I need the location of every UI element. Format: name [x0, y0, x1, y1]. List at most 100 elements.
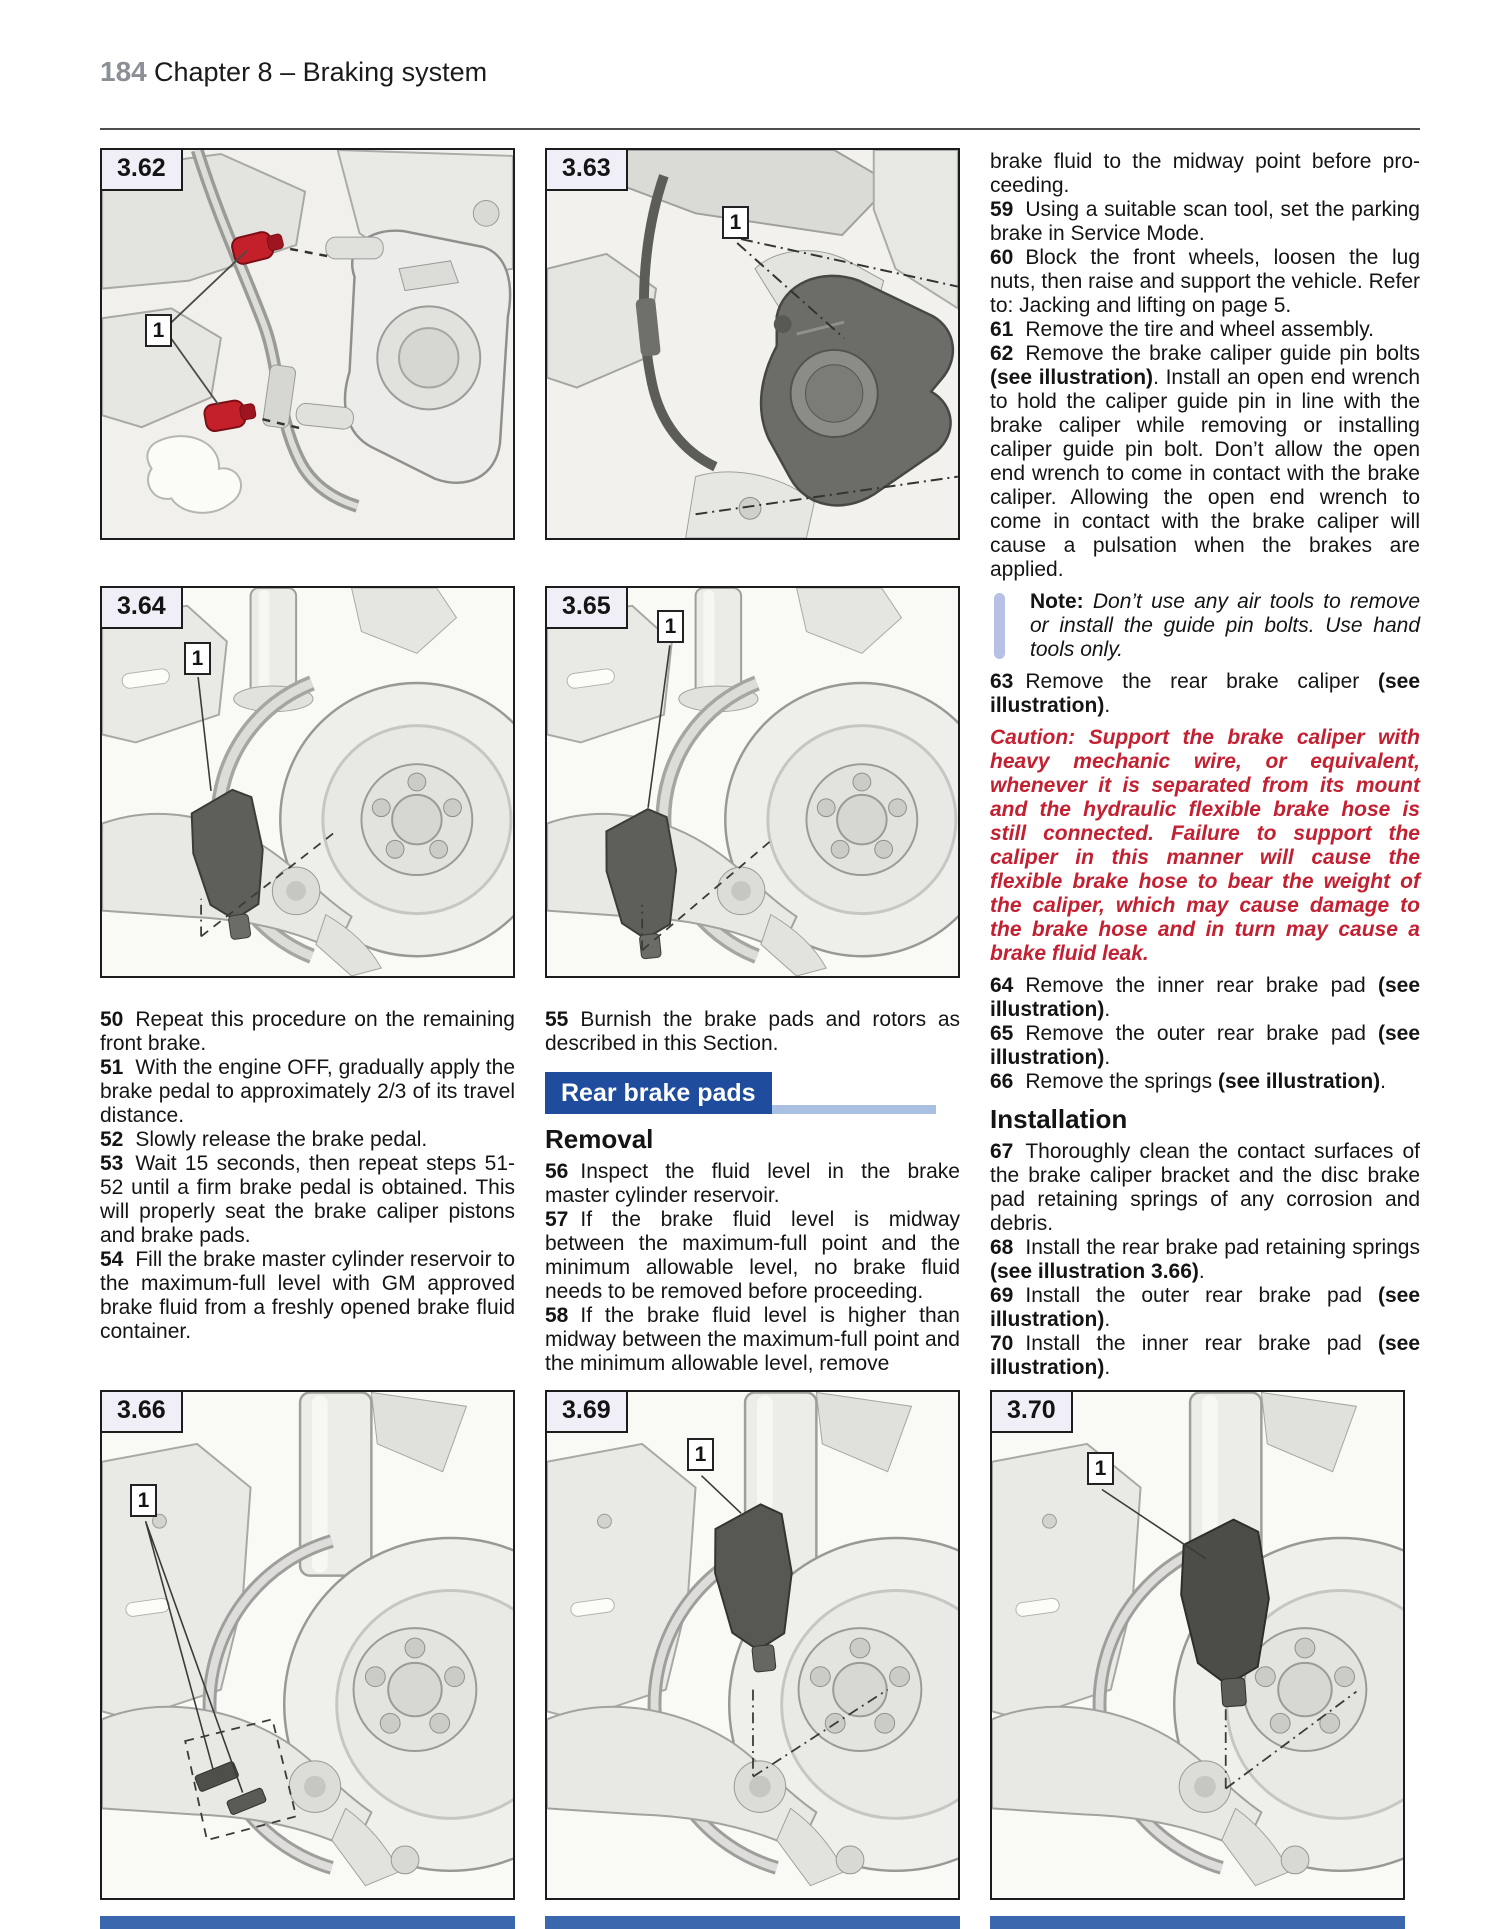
- outer-rear-brake-pad-illustration: [547, 588, 958, 976]
- figure-3-69: 3.69 1: [545, 1390, 960, 1900]
- figure-caption-bar: [545, 1916, 960, 1929]
- step-63: 63 Remove the rear brake caliper (see ill…: [990, 670, 1420, 718]
- step-text: Slowly release the brake pedal.: [135, 1128, 428, 1151]
- step-text: Remove the tire and wheel assembly.: [1025, 318, 1374, 341]
- step-number: 55: [545, 1008, 569, 1031]
- note-seg: Note:: [1030, 590, 1093, 613]
- retaining-spring-highlight: [194, 1761, 239, 1792]
- note-block: Note: Don’t use any air tools to remove …: [990, 590, 1420, 662]
- heading-removal: Removal: [545, 1124, 654, 1154]
- callout-box: 1: [722, 206, 749, 239]
- step-text: Burnish the brake pads and rotors as des…: [545, 1008, 960, 1055]
- figure-3-63: 3.63 1: [545, 148, 960, 540]
- step-number: 60: [990, 246, 1014, 269]
- callout-box: 1: [145, 314, 172, 347]
- figure-3-62: 3.62 1: [100, 148, 515, 540]
- step-number: 50: [100, 1008, 124, 1031]
- brake-pad-highlight: [714, 1503, 793, 1673]
- step-52: 52 Slowly release the brake pedal.: [100, 1128, 515, 1152]
- step-text: Repeat this procedure on the remaining f…: [100, 1008, 515, 1055]
- figure-3-70: 3.70 1: [990, 1390, 1405, 1900]
- rear-brake-caliper-illustration: [547, 150, 958, 538]
- step-text: .: [1104, 1308, 1111, 1331]
- step-text: Remove the inner rear brake pad: [1025, 974, 1378, 997]
- step-text: Remove the springs: [1025, 1070, 1218, 1093]
- inner-rear-brake-pad-install-illustration: [992, 1392, 1403, 1898]
- caution-block: Caution: Support the brake caliper with …: [990, 726, 1420, 966]
- step-text: Wait 15 seconds, then repeat steps 51-52…: [100, 1152, 515, 1247]
- step-number: 58: [545, 1304, 569, 1327]
- note-bar: [994, 593, 1005, 659]
- header-rule: [100, 128, 1420, 130]
- brake-pad-retaining-springs-illustration: [102, 1392, 513, 1898]
- callout-box: 1: [687, 1438, 714, 1471]
- step-number: 56: [545, 1160, 569, 1183]
- step-number: 70: [990, 1332, 1014, 1355]
- step-text: (see illustration): [990, 1332, 1420, 1379]
- figure-label: 3.69: [547, 1392, 628, 1433]
- step-text: Remove the rear brake caliper: [1025, 670, 1378, 693]
- section-banner-title: Rear brake pads: [545, 1072, 772, 1114]
- step-text: .: [1198, 1260, 1205, 1283]
- step-text: .: [1104, 694, 1111, 717]
- step-text: .: [1104, 1356, 1111, 1379]
- brake-pad-highlight: [1180, 1518, 1270, 1708]
- step-number: 67: [990, 1140, 1014, 1163]
- step-number: 62: [990, 342, 1014, 365]
- step-text: (see illustration 3.66): [990, 1260, 1199, 1283]
- note-seg: Don’t use any air tools to remove or ins…: [1030, 590, 1420, 661]
- note-text: Note: Don’t use any air tools to remove …: [1030, 590, 1420, 662]
- step-number: 65: [990, 1022, 1014, 1045]
- brake-pad-highlight: [190, 788, 264, 940]
- figure-label: 3.63: [547, 150, 628, 191]
- step-number: 52: [100, 1128, 124, 1151]
- step-text: Using a suitable scan tool, set the park…: [990, 198, 1420, 245]
- step-number: 61: [990, 318, 1014, 341]
- step-number: 64: [990, 974, 1014, 997]
- caution-seg: Caution: Support the brake caliper with …: [990, 726, 1420, 965]
- figure-label: 3.66: [102, 1392, 183, 1433]
- callout-box: 1: [130, 1484, 157, 1517]
- step-number: 57: [545, 1208, 569, 1231]
- figure-label: 3.70: [992, 1392, 1073, 1433]
- step-text: Thoroughly clean the contact surfaces of…: [990, 1140, 1420, 1235]
- step-text: (see illustration): [990, 1284, 1420, 1331]
- section-banner: Rear brake pads: [545, 1072, 960, 1114]
- step-text: With the engine OFF, gradually apply the…: [100, 1056, 515, 1127]
- step-text: Install the outer rear brake pad: [1025, 1284, 1378, 1307]
- callout-box: 1: [184, 642, 211, 675]
- step-text: Install the rear brake pad retaining spr…: [1025, 1236, 1420, 1259]
- figure-label: 3.64: [102, 588, 183, 629]
- text-column-right: brake fluid to the midway point before p…: [990, 150, 1420, 1380]
- outer-rear-brake-pad-install-illustration: [547, 1392, 958, 1898]
- step-text: Fill the brake master cylinder reservoir…: [100, 1248, 515, 1343]
- guide-pin-bolt-highlight: [203, 399, 257, 432]
- step-text: .: [1380, 1070, 1386, 1093]
- step-61: 61 Remove the tire and wheel assembly.: [990, 318, 1420, 342]
- inner-rear-brake-pad-illustration: [102, 588, 513, 976]
- step-number: 63: [990, 670, 1014, 693]
- step-text: Remove the outer rear brake pad: [1025, 1022, 1378, 1045]
- figure-3-65: 3.65 1: [545, 586, 960, 978]
- step-text: (see illustration): [990, 670, 1420, 717]
- step-text: brake fluid to the midway point before p…: [990, 150, 1420, 197]
- figure-label: 3.62: [102, 150, 183, 191]
- step-number: 59: [990, 198, 1014, 221]
- callout-box: 1: [1087, 1452, 1114, 1485]
- step-text: . Install an open end wrench to hold the…: [990, 366, 1420, 581]
